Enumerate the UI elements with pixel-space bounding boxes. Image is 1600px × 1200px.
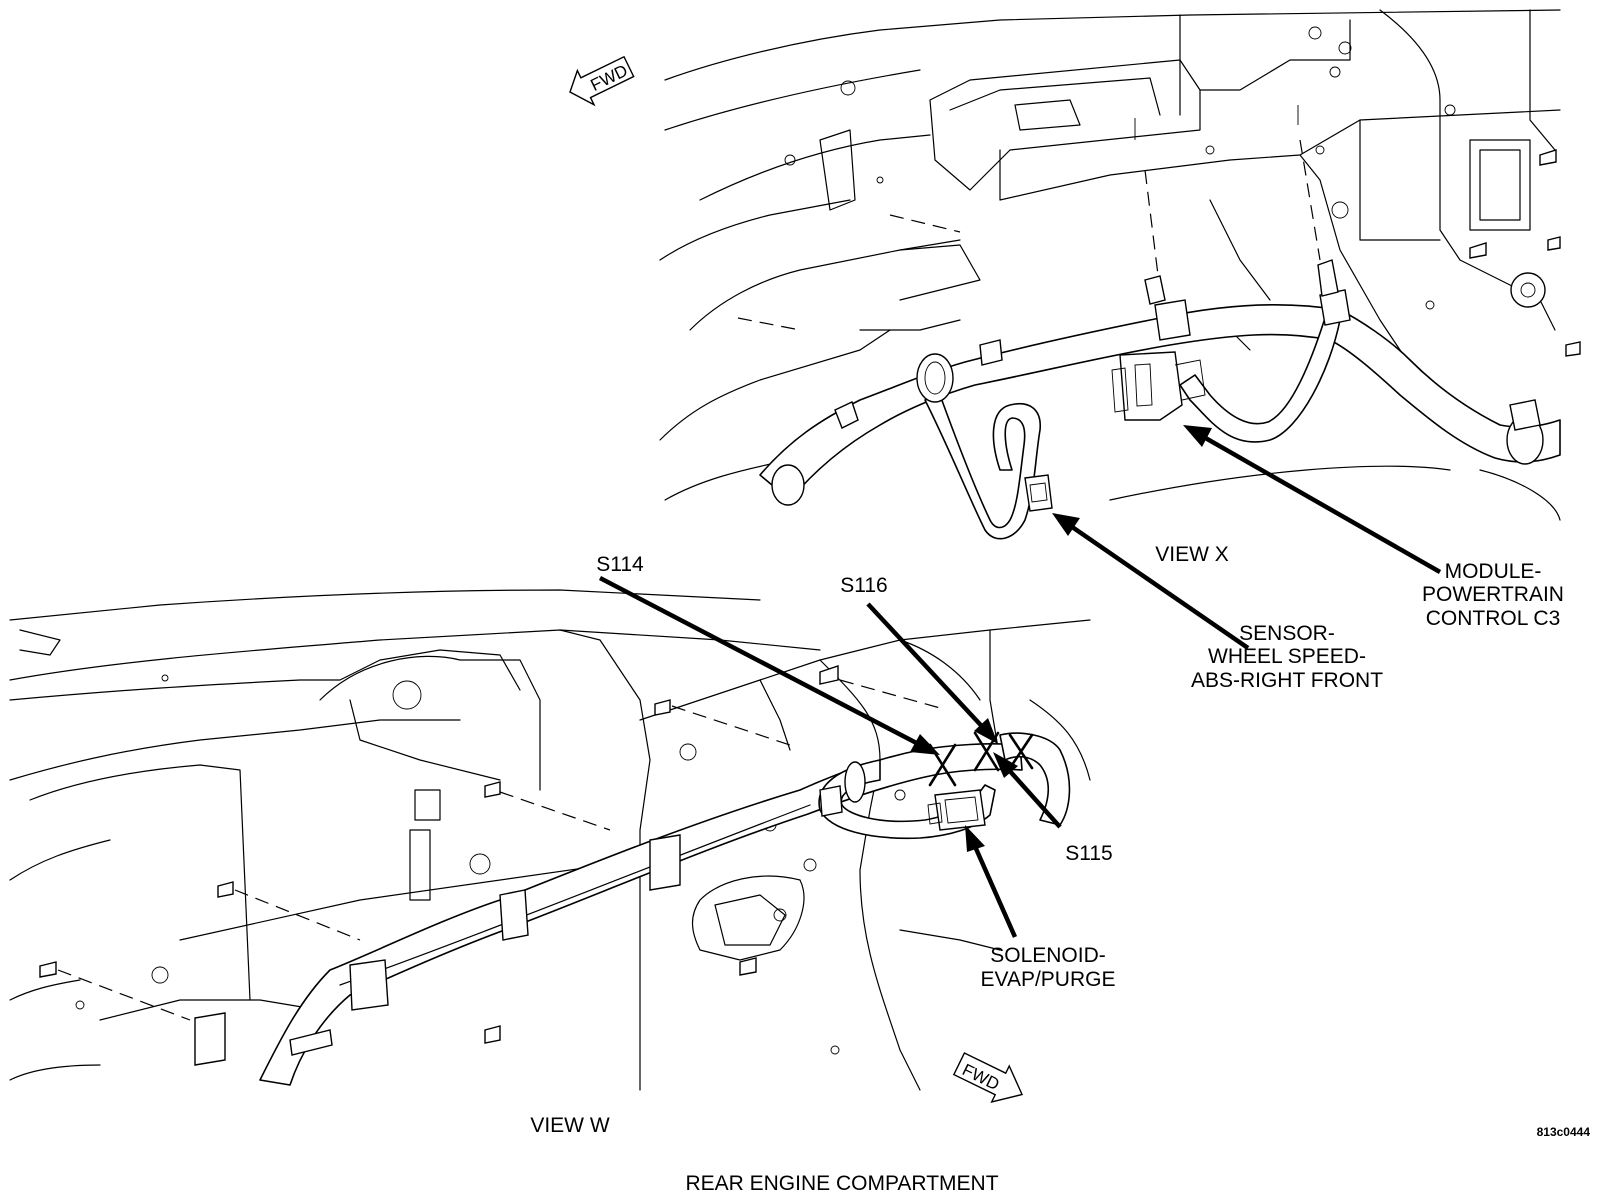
label-sensor-line-1: SENSOR- [1239, 622, 1335, 645]
diagram-caption: REAR ENGINE COMPARTMENT [685, 1172, 998, 1195]
connector-icon [927, 789, 986, 831]
bolt-icon [1469, 149, 1581, 357]
label-sensor-line-2: WHEEL SPEED- [1208, 645, 1366, 668]
label-sensor-line-3: ABS-RIGHT FRONT [1191, 669, 1383, 692]
label-module-line-1: MODULE- [1445, 560, 1542, 583]
label-s114: S114 [596, 553, 644, 576]
connector-icon [1111, 351, 1206, 421]
figure-id: 813c0444 [1537, 1125, 1591, 1139]
label-s115: S115 [1065, 842, 1113, 865]
connector-icon [1024, 474, 1053, 512]
label-solenoid-line-2: EVAP/PURGE [981, 968, 1116, 991]
bolt-icon [39, 665, 839, 1044]
label-module-line-3: CONTROL C3 [1426, 607, 1561, 630]
view-w-title: VIEW W [530, 1114, 610, 1137]
label-solenoid-line-1: SOLENOID- [990, 944, 1106, 967]
label-sensor-wheel-speed: SENSOR- WHEEL SPEED- ABS-RIGHT FRONT [1191, 622, 1383, 692]
label-s116: S116 [840, 574, 888, 597]
clip-icon [771, 259, 1544, 506]
clip-icon [194, 761, 866, 1066]
view-x-title: VIEW X [1155, 543, 1229, 566]
label-solenoid-evap-purge: SOLENOID- EVAP/PURGE [981, 944, 1116, 991]
label-module-line-2: POWERTRAIN [1422, 583, 1564, 606]
fwd-arrow-icon: FWD [952, 1052, 1024, 1103]
label-module-powertrain: MODULE- POWERTRAIN CONTROL C3 [1422, 560, 1564, 630]
view-w-illustration [9, 576, 1091, 1091]
view-x-illustration [659, 9, 1581, 650]
fwd-arrow-icon: FWD [569, 55, 635, 107]
